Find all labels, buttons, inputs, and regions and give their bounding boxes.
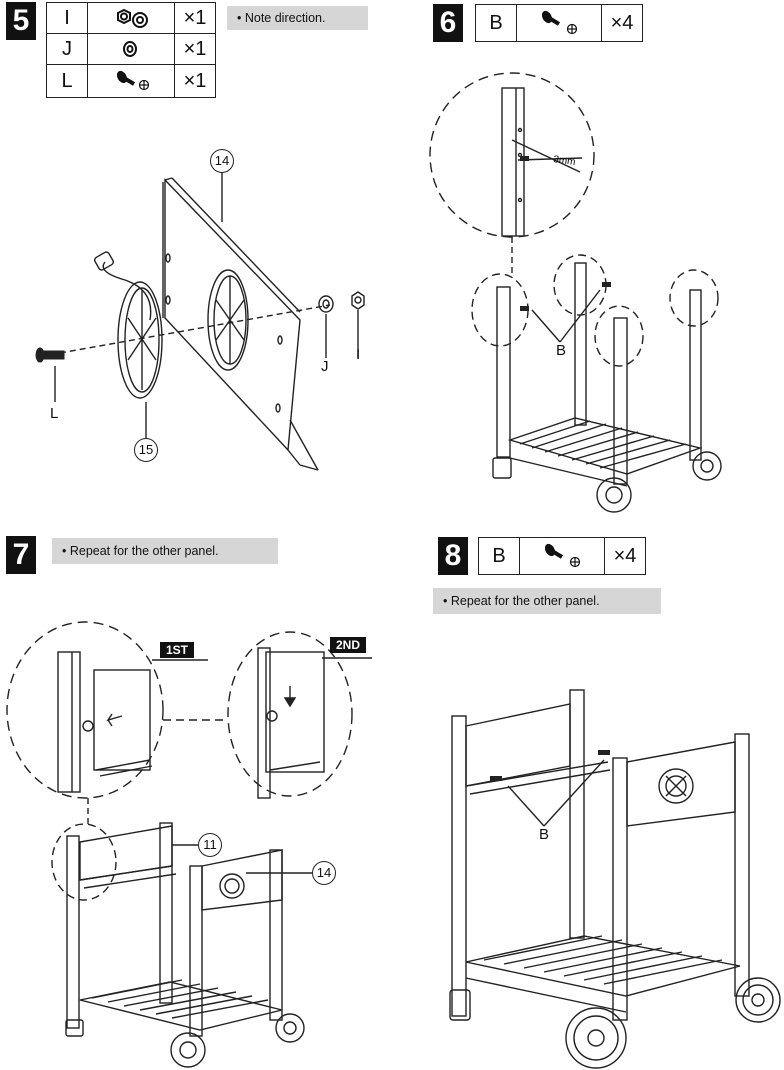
step-5-number: 5	[6, 2, 36, 40]
part-qty: ×1	[174, 64, 216, 98]
screw-icon	[519, 537, 605, 575]
callout-L: L	[50, 405, 59, 422]
screw-icon	[516, 4, 602, 42]
step-7-note: • Repeat for the other panel.	[52, 538, 278, 564]
step-6-parts-table: B ×4	[475, 4, 643, 42]
callout-B-step6: B	[556, 342, 567, 359]
tag-1st: 1ST	[160, 642, 195, 658]
step-8-number: 8	[438, 537, 468, 575]
part-id: B	[475, 4, 517, 42]
step-5-parts-table: I ×1 J ×1 L	[46, 2, 216, 98]
callout-15: 15	[134, 438, 158, 462]
step-7-number: 7	[6, 536, 36, 574]
callout-14: 14	[210, 149, 234, 173]
step-6-number: 6	[433, 4, 463, 42]
part-qty: ×4	[604, 537, 646, 575]
part-qty: ×1	[174, 2, 216, 34]
parts-row-L: L ×1	[46, 64, 216, 98]
parts-row-B: B ×4	[475, 4, 643, 42]
callout-I: I	[356, 346, 361, 363]
part-id: J	[46, 33, 88, 65]
callout-11: 11	[198, 833, 222, 857]
callout-14-step7: 14	[312, 861, 336, 885]
callout-B-step8: B	[539, 826, 550, 843]
part-qty: ×4	[601, 4, 643, 42]
step-8-note: • Repeat for the other panel.	[433, 588, 661, 614]
callout-J: J	[321, 358, 329, 375]
dimension-label: 3mm	[553, 154, 577, 168]
step-5-note: • Note direction.	[227, 6, 368, 30]
parts-row-B: B ×4	[478, 537, 646, 575]
tag-2nd: 2ND	[330, 637, 367, 653]
step-8-parts-table: B ×4	[478, 537, 646, 575]
part-id: L	[46, 64, 88, 98]
part-qty: ×1	[174, 33, 216, 65]
